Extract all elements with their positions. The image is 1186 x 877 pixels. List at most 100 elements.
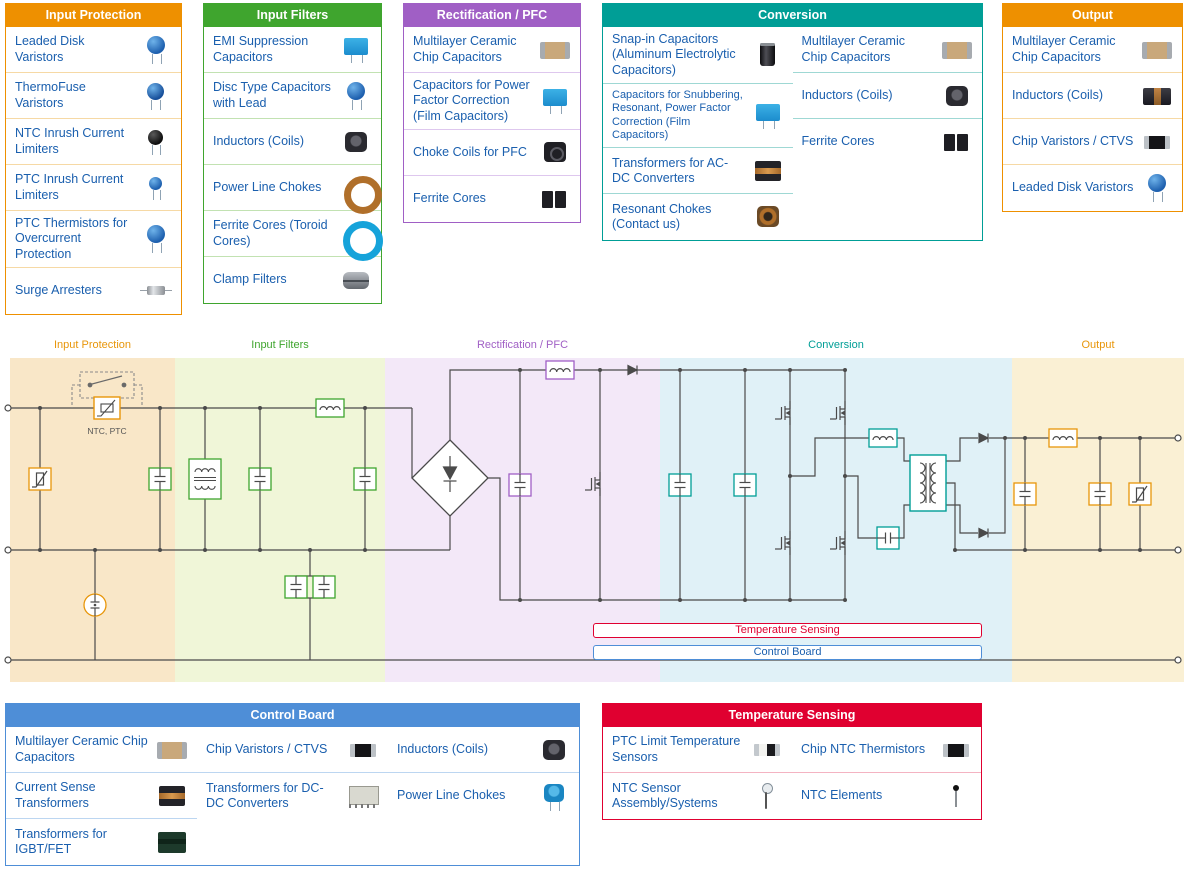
ferrite-ring-icon [336,218,383,261]
panel-title-conversion: Conversion [603,4,982,27]
item-mlcc[interactable]: Multilayer Ceramic Chip Capacitors [792,27,982,73]
item-ptc-limit-temperature-sensors[interactable]: PTC Limit Temperature Sensors [603,727,792,773]
zone-input-filters [175,358,385,682]
panel-temperature-sensing: Temperature Sensing PTC Limit Temperatur… [602,703,982,820]
item-ferrite-cores[interactable]: Ferrite Cores [793,119,983,165]
item-ntc-elements[interactable]: NTC Elements [792,773,981,819]
item-ntc-inrush-current-limiters[interactable]: NTC Inrush Current Limiters [6,119,181,165]
item-clamp-filters[interactable]: Clamp Filters [204,257,381,303]
item-igbt-fet-transformers[interactable]: Transformers for IGBT/FET [6,819,197,865]
zone-label-rectification-pfc: Rectification / PFC [476,339,569,351]
ferrite-cores-icon [937,126,977,158]
item-pfc-film-capacitors[interactable]: Capacitors for Power Factor Correction (… [404,73,580,130]
item-mlcc[interactable]: Multilayer Ceramic Chip Capacitors [404,27,580,73]
smd-inductor-icon [534,734,574,766]
item-label: NTC Inrush Current Limiters [15,126,125,156]
conversion-columns: Snap-in Capacitors (Aluminum Electrolyti… [603,27,982,240]
item-label: ThermoFuse Varistors [15,80,86,110]
item-chip-ntc-thermistors[interactable]: Chip NTC Thermistors [792,727,981,773]
item-label: Power Line Chokes [213,179,322,194]
input-protection-items: Leaded Disk Varistors ThermoFuse Varisto… [6,27,181,314]
bridge-mosfet-symbol [774,400,791,426]
surge-arrester-symbol [83,593,107,617]
item-ntc-sensor-assembly[interactable]: NTC Sensor Assembly/Systems [603,773,792,819]
chip-varistor-icon [343,734,383,766]
item-resonant-chokes[interactable]: Resonant Chokes (Contact us) [603,194,793,240]
item-acdc-transformers[interactable]: Transformers for AC-DC Converters [603,148,793,195]
item-label: EMI Suppression Capacitors [213,34,309,64]
ceramic-chip-capacitor-icon [152,734,192,766]
control-board-bar[interactable]: Control Board [593,645,982,660]
item-label: Leaded Disk Varistors [1012,180,1134,195]
item-choke-coils-pfc[interactable]: Choke Coils for PFC [404,130,580,176]
item-thermofuse-varistors[interactable]: ThermoFuse Varistors [6,73,181,119]
zone-label-input-filters: Input Filters [251,339,309,351]
item-dcdc-transformers[interactable]: Transformers for DC-DC Converters [197,773,388,819]
common-mode-choke-symbol [188,458,222,500]
item-ptc-inrush-current-limiters[interactable]: PTC Inrush Current Limiters [6,165,181,211]
control-board-col1: Multilayer Ceramic Chip Capacitors Curre… [6,727,197,865]
x-capacitor-symbol [148,467,172,491]
item-chip-varistors-ctvs[interactable]: Chip Varistors / CTVS [197,727,388,773]
pfc-mosfet-symbol [584,471,601,497]
y-capacitor-symbol [284,575,308,599]
item-leaded-disk-varistors[interactable]: Leaded Disk Varistors [6,27,181,73]
temperature-sensing-col2: Chip NTC Thermistors NTC Elements [792,727,981,819]
temperature-sensing-bar[interactable]: Temperature Sensing [593,623,982,638]
zone-label-output: Output [1081,339,1115,351]
item-ferrite-cores-toroid[interactable]: Ferrite Cores (Toroid Cores) [204,211,383,261]
temperature-sensing-col1: PTC Limit Temperature Sensors NTC Sensor… [603,727,792,819]
item-chip-varistors-ctvs[interactable]: Chip Varistors / CTVS [1003,119,1182,165]
item-emi-suppression-capacitors[interactable]: EMI Suppression Capacitors [204,27,381,73]
black-disc-thermistor-icon [136,126,176,158]
input-filters-items: EMI Suppression Capacitors Disc Type Cap… [204,27,383,303]
item-ptc-thermistors-overcurrent[interactable]: PTC Thermistors for Overcurrent Protecti… [6,211,181,268]
ferrite-cores-icon [535,183,575,215]
bridge-mosfet-symbol [829,400,846,426]
output-inductor-symbol [1048,428,1078,448]
item-label: Inductors (Coils) [397,741,488,756]
panel-title-input-protection: Input Protection [6,4,181,27]
item-label: Choke Coils for PFC [413,144,527,159]
bridge-diode-icon [442,456,458,492]
item-snubber-capacitors[interactable]: Capacitors for Snubbering, Resonant, Pow… [603,84,793,149]
chip-varistor-icon [1137,126,1177,158]
bus-capacitor-symbol [733,473,757,497]
transformer-symbol [909,454,947,512]
ptc-sensor-chip-icon [747,734,787,766]
item-label: Capacitors for Snubbering, Resonant, Pow… [612,88,743,141]
item-label: PTC Inrush Current Limiters [15,172,124,202]
panel-title-temperature-sensing: Temperature Sensing [603,704,981,727]
emi-capacitor-icon [336,34,376,66]
output-items: Multilayer Ceramic Chip Capacitors Induc… [1003,27,1182,211]
item-label: Transformers for DC-DC Converters [206,780,324,810]
panel-title-control-board: Control Board [6,704,579,727]
output-varistor-symbol [1128,482,1152,506]
item-inductors-coils[interactable]: Inductors (Coils) [204,119,381,165]
item-label: Chip Varistors / CTVS [1012,133,1134,148]
filter-inductor-symbol [315,398,345,418]
item-mlcc[interactable]: Multilayer Ceramic Chip Capacitors [6,727,197,773]
item-disc-type-capacitors[interactable]: Disc Type Capacitors with Lead [204,73,381,119]
circuit-wires [8,369,1178,661]
item-label: Multilayer Ceramic Chip Capacitors [413,34,517,64]
item-label: Ferrite Cores [413,191,486,206]
item-ferrite-cores[interactable]: Ferrite Cores [404,176,580,222]
smd-inductor-icon [336,126,376,158]
item-snap-in-capacitors[interactable]: Snap-in Capacitors (Aluminum Electrolyti… [603,27,793,84]
ntc-probe-icon [747,780,787,812]
item-power-line-chokes[interactable]: Power Line Chokes [204,165,382,214]
item-inductors-coils[interactable]: Inductors (Coils) [1003,73,1182,119]
item-label: Chip NTC Thermistors [801,741,926,756]
item-mlcc[interactable]: Multilayer Ceramic Chip Capacitors [1003,27,1182,73]
control-board-col2: Chip Varistors / CTVS Transformers for D… [197,727,388,819]
item-inductors-coils[interactable]: Inductors (Coils) [792,73,982,119]
bridge-mosfet-symbol [829,530,846,556]
circuit-diagram-section: NTC, PTC [0,336,1186,690]
x-capacitor-symbol [248,467,272,491]
item-leaded-disk-varistors[interactable]: Leaded Disk Varistors [1003,165,1182,211]
item-inductors-coils[interactable]: Inductors (Coils) [388,727,579,773]
item-current-sense-transformers[interactable]: Current Sense Transformers [6,773,197,819]
item-power-line-chokes[interactable]: Power Line Chokes [388,773,579,819]
item-surge-arresters[interactable]: Surge Arresters [6,268,181,314]
